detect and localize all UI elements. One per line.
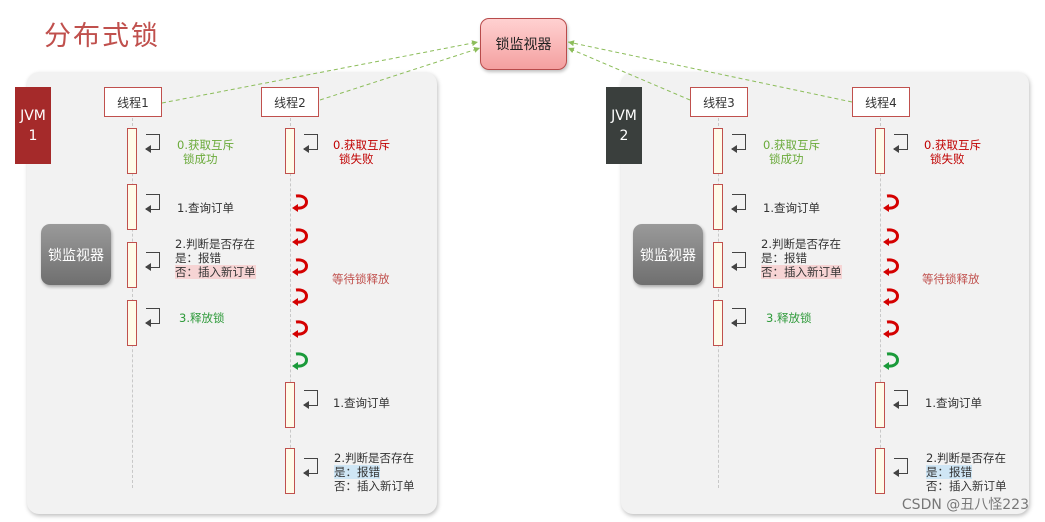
thread4-step1: 1.查询订单 — [925, 396, 982, 410]
self-call-arrow — [303, 390, 318, 409]
self-call-arrow — [145, 252, 160, 271]
self-call-arrow — [893, 458, 908, 477]
jvm1-lock-monitor: 锁监视器 — [41, 224, 111, 285]
thread2-step1: 1.查询订单 — [333, 396, 390, 410]
thread2-activation-check — [285, 448, 298, 497]
lock-monitor-central: 锁监视器 — [480, 18, 567, 70]
thread4-activation-query — [875, 382, 888, 431]
self-call-arrow — [731, 134, 746, 153]
thread3-box: 线程3 — [690, 87, 748, 117]
self-call-arrow — [303, 134, 318, 153]
thread2-wait-spin-arrows — [292, 194, 308, 370]
thread3-activation-query — [713, 184, 726, 233]
thread1-step2: 2.判断是否存在 是：报错 否：插入新订单 — [175, 237, 256, 279]
thread1-step1: 1.查询订单 — [177, 201, 234, 215]
connector-thread1 — [161, 40, 479, 104]
thread2-step0: 0.获取互斥 锁失败 — [333, 138, 390, 166]
thread3-activation-lock — [713, 128, 726, 177]
thread3-step3: 3.释放锁 — [766, 311, 812, 325]
self-call-arrow — [731, 252, 746, 271]
thread1-step3: 3.释放锁 — [179, 311, 225, 325]
thread2-activation-lock — [285, 128, 298, 177]
thread2-box: 线程2 — [261, 87, 319, 117]
thread1-activation-release — [127, 300, 140, 349]
connector-thread2 — [319, 47, 481, 101]
thread3-step0: 0.获取互斥 锁成功 — [763, 138, 820, 166]
jvm1-panel — [27, 72, 437, 514]
thread3-step2: 2.判断是否存在 是：报错 否：插入新订单 — [761, 237, 842, 279]
thread4-lifeline — [880, 118, 881, 493]
watermark: CSDN @丑八怪223 — [901, 497, 1029, 513]
connector-thread3 — [567, 47, 691, 101]
thread4-box: 线程4 — [852, 87, 910, 117]
thread1-activation-lock — [127, 128, 140, 177]
thread3-step1: 1.查询订单 — [763, 201, 820, 215]
thread2-lifeline — [290, 118, 291, 493]
jvm2-panel — [621, 72, 1029, 514]
diagram-title: 分布式锁 — [44, 21, 160, 52]
self-call-arrow — [893, 134, 908, 153]
connector-thread4 — [567, 40, 853, 103]
thread4-wait-spin-arrows — [883, 194, 899, 370]
thread1-activation-check — [127, 242, 140, 291]
thread2-step2: 2.判断是否存在 是：报错 否：插入新订单 — [334, 451, 415, 493]
self-call-arrow — [145, 194, 160, 213]
thread1-box: 线程1 — [104, 87, 162, 117]
thread4-step2: 2.判断是否存在 是：报错 否：插入新订单 — [926, 451, 1007, 493]
thread4-activation-lock — [875, 128, 888, 177]
self-call-arrow — [893, 390, 908, 409]
self-call-arrow — [731, 308, 746, 327]
thread1-step0: 0.获取互斥 锁成功 — [177, 138, 234, 166]
thread1-activation-query — [127, 184, 140, 233]
thread4-activation-check — [875, 448, 888, 497]
self-call-arrow — [731, 194, 746, 213]
self-call-arrow — [145, 134, 160, 153]
thread3-activation-check — [713, 242, 726, 291]
jvm2-lock-monitor: 锁监视器 — [633, 224, 703, 285]
thread4-wait-label: 等待锁释放 — [922, 272, 980, 286]
self-call-arrow — [145, 308, 160, 327]
thread3-activation-release — [713, 300, 726, 349]
thread2-activation-query — [285, 382, 298, 431]
thread4-step0: 0.获取互斥 锁失败 — [924, 138, 981, 166]
self-call-arrow — [303, 458, 318, 477]
thread2-wait-label: 等待锁释放 — [332, 272, 390, 286]
